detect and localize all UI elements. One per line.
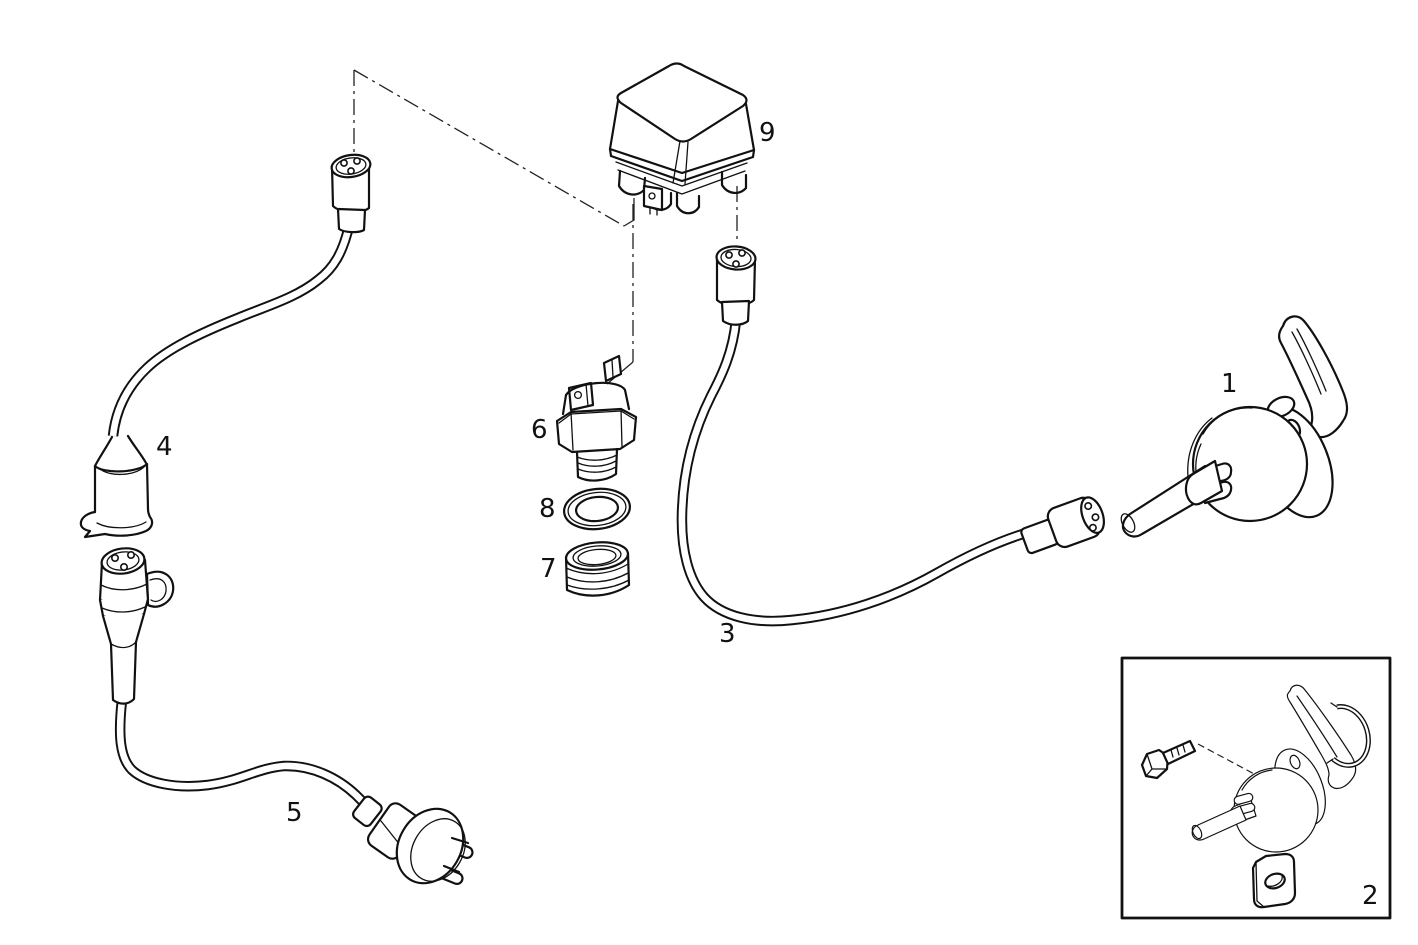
part-7-bushing: 7 [540, 541, 631, 597]
inset-snap-ring [1326, 702, 1371, 768]
inset-bolt [1140, 739, 1197, 780]
callout-4: 4 [156, 432, 173, 462]
part-4-cable-with-boot: 4 [79, 153, 372, 539]
callout-8: 8 [539, 494, 556, 524]
callout-5: 5 [286, 798, 303, 828]
inset-lock-plate [1251, 852, 1297, 909]
callout-7: 7 [540, 554, 557, 584]
round-connector-3pin-top [715, 245, 757, 326]
callout-2: 2 [1362, 881, 1379, 911]
part-1-ignition-switch: 1 [1120, 315, 1349, 538]
part-2-inset: 2 [1120, 656, 1392, 920]
callout-1: 1 [1221, 369, 1238, 399]
round-connector-3pin [330, 153, 372, 234]
callout-3: 3 [719, 619, 736, 649]
part-6-thermo-switch: 6 [531, 354, 638, 482]
part-8-sealing-washer: 8 [539, 487, 631, 531]
callout-9: 9 [759, 118, 776, 148]
relay-terminal [642, 184, 664, 216]
switch-stem [1120, 459, 1224, 538]
part-9-relay-box: 9 [608, 62, 776, 216]
part-5-cable-with-plug: 5 [98, 547, 474, 885]
part-3-connecting-cable: 3 [676, 245, 1105, 649]
assembly-reference-lines [353, 69, 738, 385]
round-connector-3pin-end [1020, 496, 1105, 555]
rubber-boot [79, 434, 154, 539]
callout-6: 6 [531, 415, 548, 445]
round-connector-3pin-with-tab [98, 547, 175, 705]
two-pin-plug [352, 795, 474, 885]
